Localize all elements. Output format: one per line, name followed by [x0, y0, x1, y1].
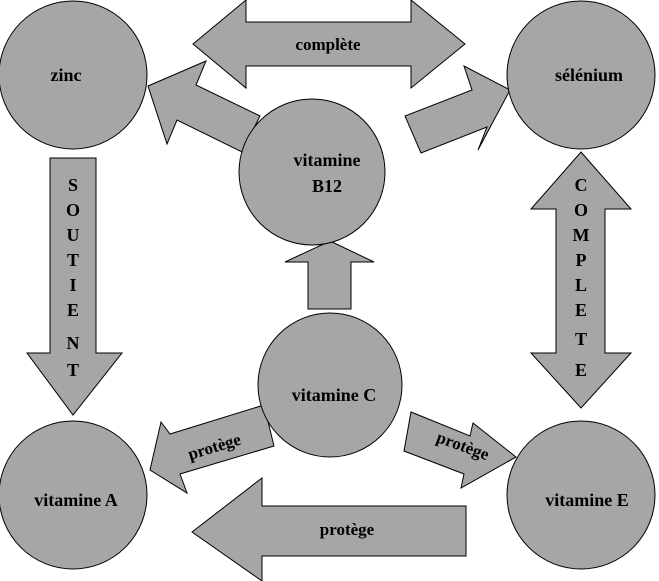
soutient-letter: E: [67, 300, 79, 320]
soutient-letter: O: [66, 200, 80, 220]
c-to-b12-arrow: [284, 240, 375, 310]
soutient-letter: T: [67, 360, 79, 380]
vitamin-c-label: vitamine C: [292, 385, 377, 405]
selenium-label: sélénium: [555, 65, 623, 85]
c-to-vitamin-a-arrow: [149, 404, 275, 495]
soutient-letter: S: [68, 175, 78, 195]
complete-letter: T: [575, 329, 587, 349]
soutient-letter: T: [67, 250, 79, 270]
c-to-vitamin-e-arrow: [403, 411, 517, 489]
zinc-to-vitamin-a-arrow: [26, 157, 124, 416]
soutient-letter: U: [67, 225, 80, 245]
soutient-label: S O U T I E N T: [66, 175, 80, 380]
zinc-node: [0, 0, 148, 150]
vitamin-b12-label-line1: vitamine: [294, 150, 361, 170]
vitamin-e-node: [506, 420, 656, 570]
vitamin-e-label: vitamine E: [545, 490, 629, 510]
vitamin-a-label: vitamine A: [34, 490, 118, 510]
b12-to-selenium-arrow: [404, 64, 511, 154]
soutient-letter: I: [69, 275, 76, 295]
complete-label: C O M P L E T E: [573, 175, 590, 380]
e-to-a-label: protège: [320, 520, 375, 539]
zinc-label: zinc: [51, 65, 82, 85]
vitamin-b12-label-line2: B12: [312, 176, 342, 196]
e-to-vitamin-a-arrow: [191, 476, 467, 581]
complete-letter: P: [576, 250, 587, 270]
complete-letter: M: [573, 225, 590, 245]
zinc-selenium-label: complète: [295, 35, 361, 54]
complete-letter: E: [575, 360, 587, 380]
soutient-letter: N: [67, 333, 80, 353]
complete-letter: E: [575, 300, 587, 320]
vitamin-b12-node: [238, 98, 386, 246]
zinc-selenium-double-arrow: [192, 0, 466, 90]
complete-letter: O: [574, 200, 588, 220]
complete-letter: C: [575, 175, 588, 195]
vitamin-c-node: [257, 312, 403, 458]
selenium-node: [506, 0, 656, 150]
selenium-vitamin-e-double-arrow: [529, 151, 633, 409]
vitamin-a-node: [0, 420, 148, 570]
complete-letter: L: [575, 275, 587, 295]
